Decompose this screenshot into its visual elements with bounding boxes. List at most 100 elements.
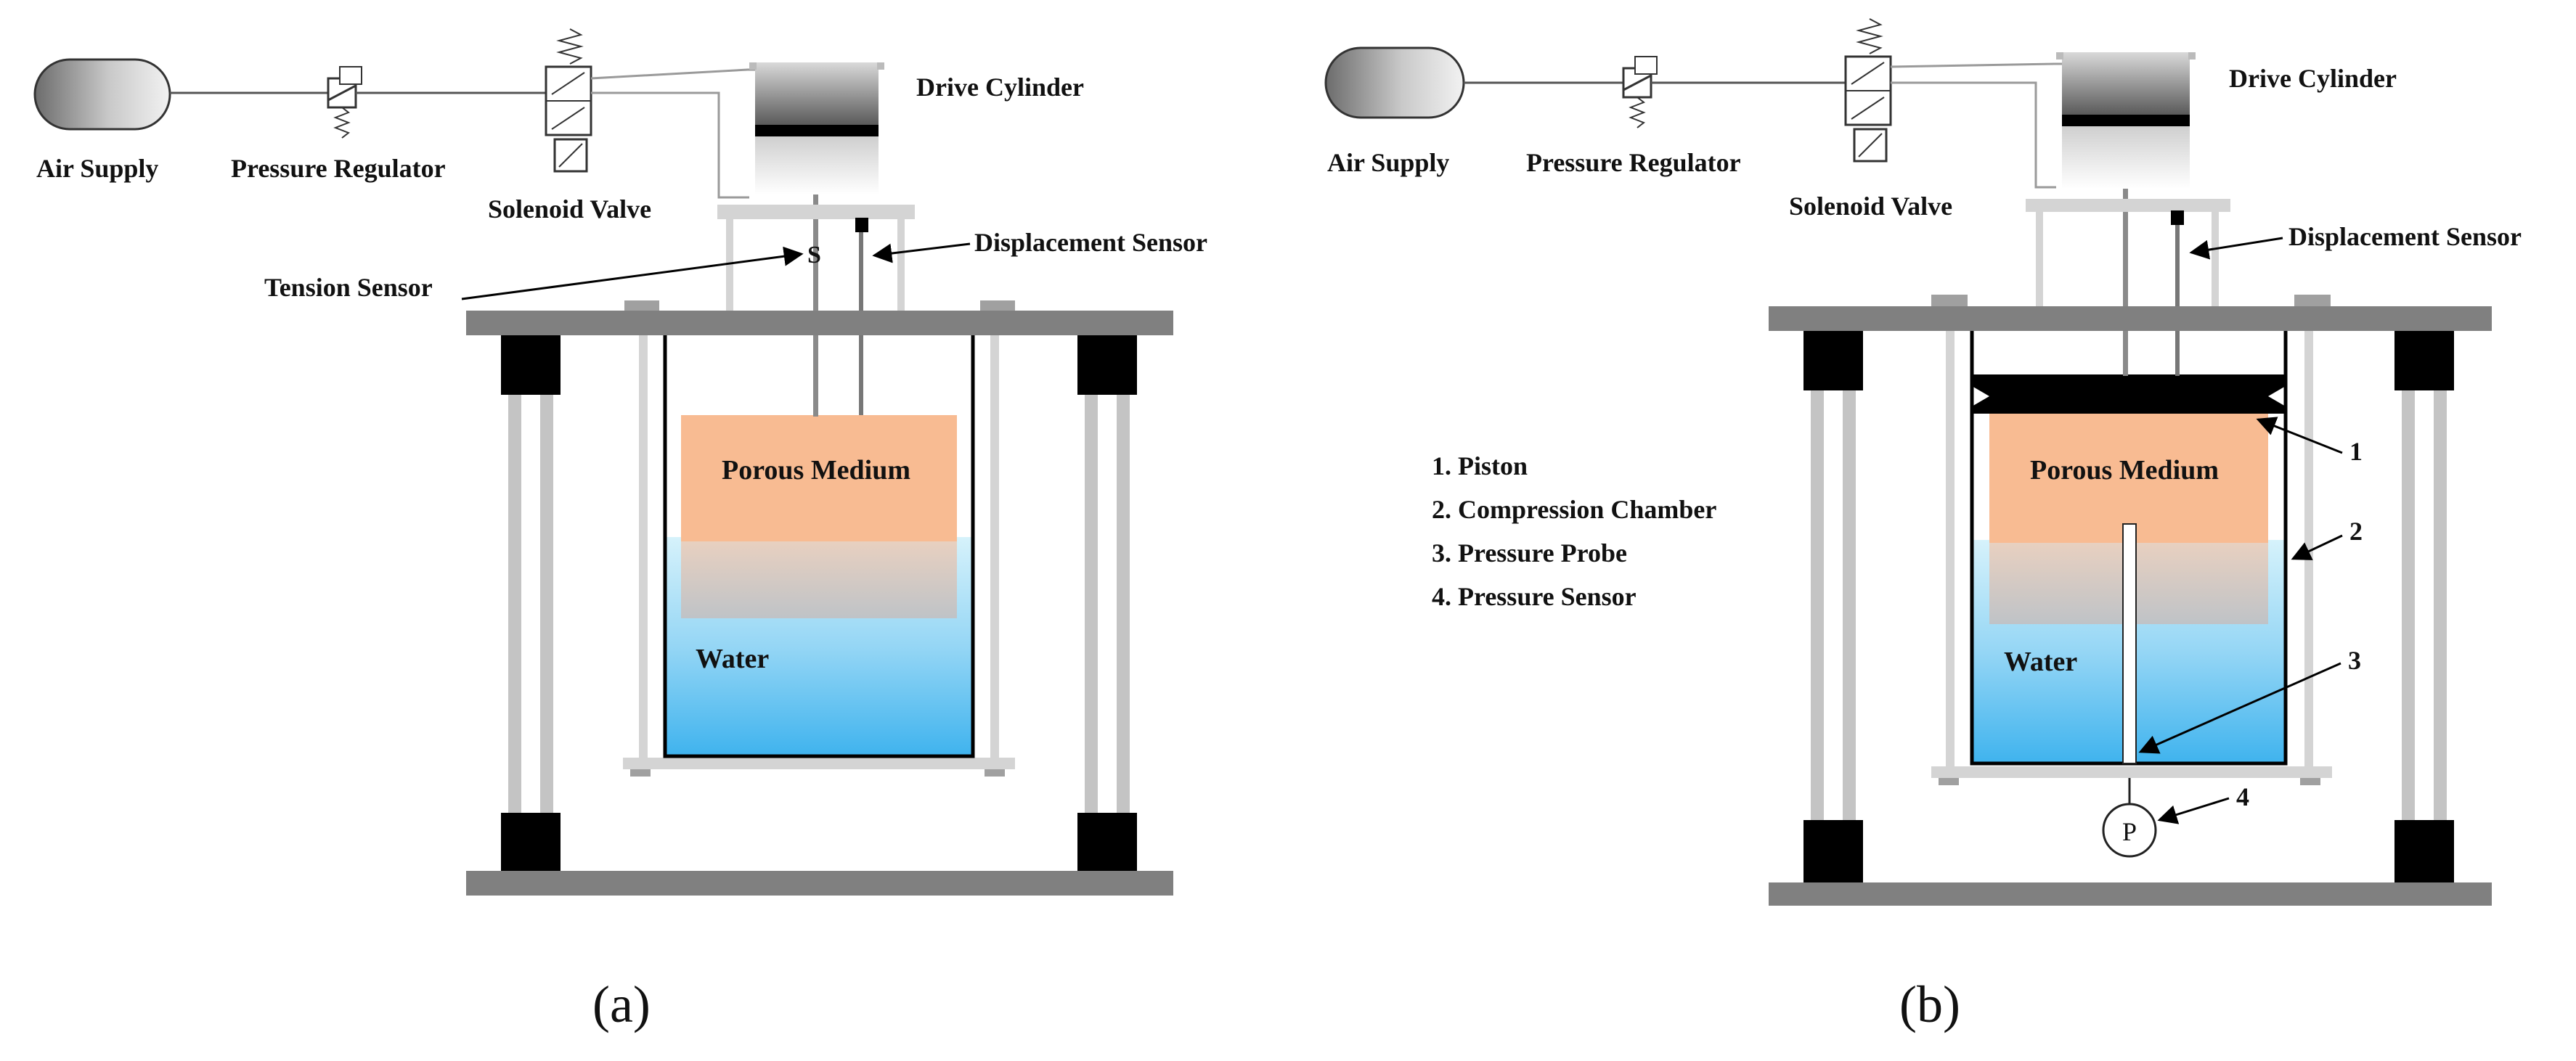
top-frame-beam: [466, 311, 1173, 335]
porous-medium: [1989, 414, 2268, 543]
solenoid-valve-symbol: [545, 28, 592, 173]
return-pipe: [591, 91, 749, 199]
panel-a: S Air Supply Pressure Regul: [33, 28, 1207, 1033]
callout-2: 2: [2349, 517, 2363, 546]
drive-cylinder: [2056, 52, 2196, 189]
panel-b: P Air Supply Pressure Regulator Solenoid…: [1324, 18, 2522, 1033]
drive-cylinder-label: Drive Cylinder: [916, 73, 1084, 102]
porous-medium: [681, 415, 957, 541]
pressure-sensor-symbol: P: [2122, 817, 2137, 846]
frame-post: [2402, 390, 2415, 820]
frame-post: [540, 395, 553, 813]
piston: [1972, 374, 2286, 414]
frame-bolt: [624, 300, 659, 311]
piston-rod: [2123, 189, 2128, 379]
frame-block: [1803, 331, 1863, 390]
container-wall: [663, 335, 975, 758]
plate-support: [2212, 212, 2219, 306]
legend-item-pressure-probe: 3. Pressure Probe: [1432, 538, 1627, 568]
frame-block: [1803, 820, 1863, 882]
drive-cylinder-label: Drive Cylinder: [2229, 64, 2397, 93]
air-supply-label: Air Supply: [1327, 148, 1449, 177]
tray-foot: [2300, 778, 2320, 785]
piston-rod: [813, 194, 818, 421]
top-cross-plate: [2026, 199, 2230, 212]
displacement-sensor-head: [2171, 210, 2184, 225]
legend-item-piston: 1. Piston: [1432, 451, 1528, 480]
displacement-sensor-arrow: [872, 242, 971, 263]
displacement-sensor-rod: [2175, 225, 2180, 379]
air-supply-tank: [1324, 46, 1465, 119]
tray-plate: [623, 758, 1015, 769]
callout-3: 3: [2348, 646, 2361, 675]
porous-medium-label: Porous Medium: [722, 455, 910, 486]
frame-bolt: [2294, 295, 2331, 306]
supply-pipe: [590, 68, 755, 80]
tension-sensor-symbol: S: [807, 242, 821, 269]
piston-rod: [813, 335, 818, 417]
panel-a-caption: (a): [592, 975, 651, 1033]
panel-b-caption: (b): [1899, 975, 1960, 1033]
bottom-frame-beam: [466, 871, 1173, 896]
piston-rod: [2123, 331, 2128, 376]
air-supply-tank: [33, 58, 171, 131]
hanger-rod: [1946, 331, 1955, 766]
porous-medium-saturated-zone: [681, 541, 957, 618]
callout-1: 1: [2349, 437, 2363, 466]
tension-sensor-arrow: [461, 246, 804, 300]
tray-foot: [985, 769, 1005, 777]
frame-post: [1843, 390, 1856, 820]
drive-cylinder: [749, 62, 884, 194]
frame-bolt: [1931, 295, 1968, 306]
pressure-regulator-label: Pressure Regulator: [231, 154, 446, 183]
frame-block: [1077, 335, 1137, 395]
frame-block: [2394, 331, 2454, 390]
frame-block: [1077, 813, 1137, 871]
callout-4: 4: [2236, 782, 2249, 811]
water-label: Water: [2004, 647, 2077, 677]
legend-item-compression-chamber: 2. Compression Chamber: [1432, 495, 1716, 524]
displacement-sensor-rod: [2175, 331, 2180, 376]
plate-support: [726, 219, 733, 311]
plate-support: [2036, 212, 2043, 306]
solenoid-valve-label: Solenoid Valve: [1789, 192, 1952, 221]
callout-1-arrow: [2256, 417, 2343, 454]
legend-item-pressure-sensor: 4. Pressure Sensor: [1432, 582, 1637, 611]
pressure-regulator-symbol: [327, 66, 362, 139]
pressure-regulator-label: Pressure Regulator: [1526, 148, 1741, 177]
hanger-rod: [639, 335, 648, 758]
return-pipe: [1891, 81, 2056, 189]
frame-block: [501, 335, 561, 395]
legend: 1. Piston 2. Compression Chamber 3. Pres…: [1432, 451, 1716, 611]
top-cross-plate: [717, 205, 915, 219]
frame-post: [1085, 395, 1098, 813]
plate-support: [897, 219, 905, 311]
frame-bolt: [980, 300, 1015, 311]
hanger-rod: [2304, 331, 2313, 766]
porous-medium-label: Porous Medium: [2030, 455, 2219, 486]
top-frame-beam: [1769, 306, 2492, 331]
callout-2-arrow: [2291, 534, 2343, 560]
frame-post: [1811, 390, 1824, 820]
displacement-sensor-head: [855, 218, 868, 232]
frame-post: [1117, 395, 1130, 813]
callout-4-arrow: [2157, 797, 2230, 824]
water-label: Water: [696, 644, 769, 674]
solenoid-valve-label: Solenoid Valve: [488, 194, 651, 224]
callout-3-arrow: [2138, 662, 2341, 754]
displacement-sensor-arrow: [2189, 237, 2283, 260]
bottom-frame-beam: [1769, 882, 2492, 906]
hanger-rod: [990, 335, 999, 758]
frame-block: [2394, 820, 2454, 882]
tray-plate: [1931, 766, 2332, 778]
frame-post: [508, 395, 521, 813]
tray-foot: [630, 769, 651, 777]
pressure-sensor: [2102, 803, 2157, 858]
tension-sensor-label: Tension Sensor: [264, 273, 433, 302]
displacement-sensor-label: Displacement Sensor: [974, 228, 1207, 257]
supply-pipe: [1890, 62, 2062, 68]
frame-block: [501, 813, 561, 871]
solenoid-valve-symbol: [1844, 18, 1892, 163]
pressure-probe: [2122, 523, 2137, 764]
